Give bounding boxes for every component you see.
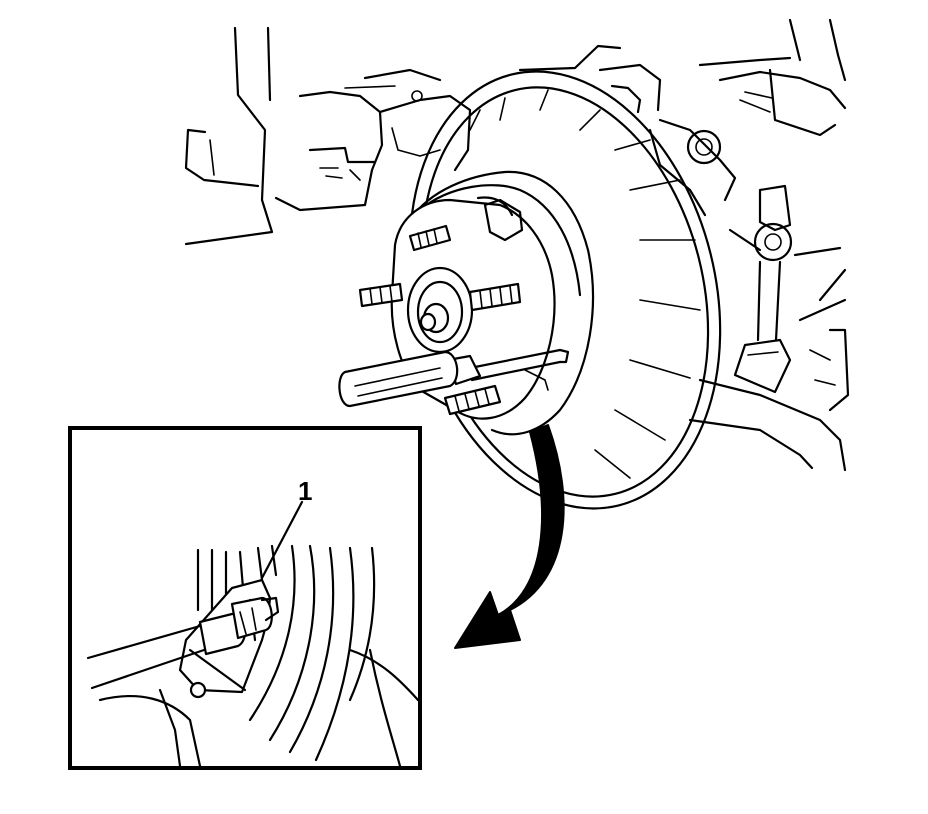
vehicle-body-structure	[184, 18, 850, 472]
wheel-stud	[358, 282, 404, 308]
detail-inset: 1	[68, 426, 422, 770]
direction-arrow	[454, 424, 565, 649]
callout-leader-line	[260, 500, 304, 580]
wheel-stud	[408, 224, 452, 252]
wheel-stud	[468, 282, 522, 312]
screwdriver-tool	[338, 348, 570, 408]
wheel-stud	[443, 384, 502, 416]
callout-label-1: 1	[298, 476, 312, 506]
